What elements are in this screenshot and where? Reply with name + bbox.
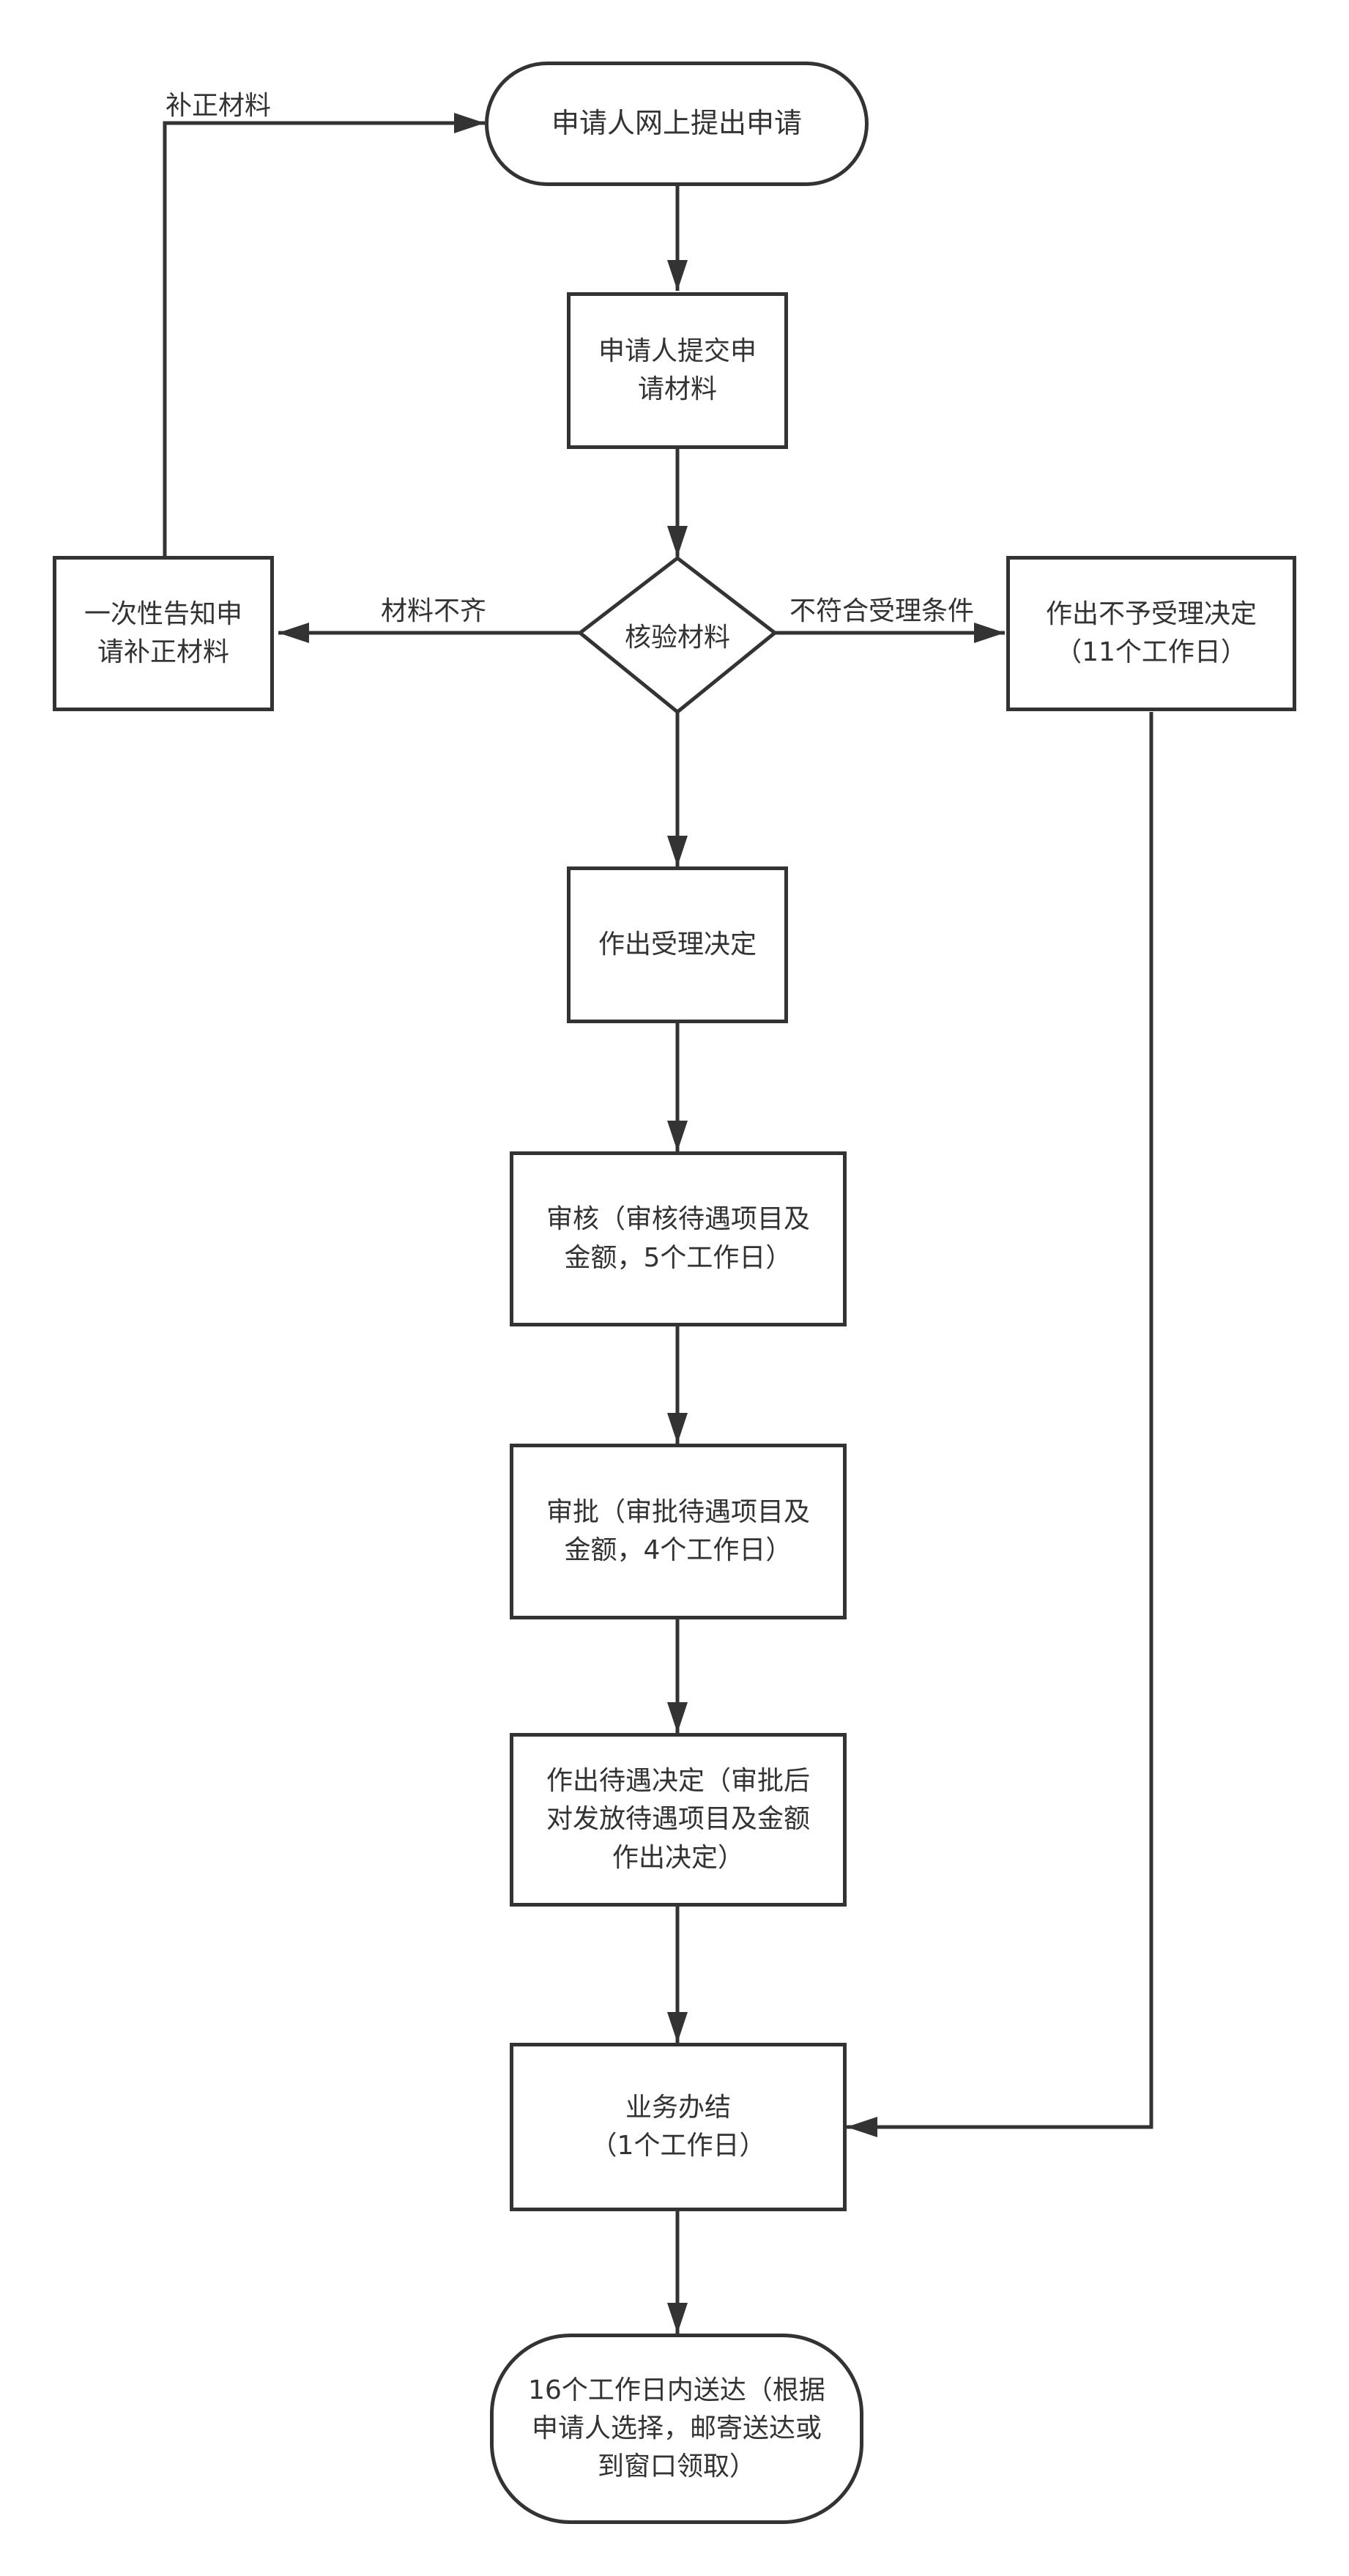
node-review-line-1: 审核（审核待遇项目及 (546, 1204, 810, 1235)
node-delivery-line-1: 16个工作日内送达（根据 (528, 2375, 825, 2405)
node-review: 审核（审核待遇项目及 金额，5个工作日） (510, 1151, 847, 1326)
label-supplement-materials: 补正材料 (166, 91, 272, 121)
node-delivery-line-3: 到窗口领取） (597, 2451, 756, 2482)
node-reject-decision: 作出不予受理决定 （11个工作日） (1006, 556, 1296, 711)
node-notify-supplement-line-2: 请补正材料 (97, 637, 229, 667)
node-review-line-2: 金额，5个工作日） (564, 1242, 792, 1273)
node-delivery: 16个工作日内送达（根据 申请人选择，邮寄送达或 到窗口领取） (490, 2334, 863, 2524)
node-notify-supplement: 一次性告知申 请补正材料 (53, 556, 274, 711)
node-benefit-decision-line-1: 作出待遇决定（审批后 (546, 1766, 810, 1797)
node-business-complete-line-2: （1个工作日） (590, 2131, 766, 2161)
node-verify-materials: 核验材料 (580, 558, 775, 712)
node-verify-materials-text: 核验材料 (624, 623, 730, 653)
node-approve: 审批（审批待遇项目及 金额，4个工作日） (510, 1444, 847, 1619)
node-business-complete: 业务办结 （1个工作日） (510, 2043, 847, 2211)
decision-diamond-outline (576, 555, 778, 715)
node-accept-decision: 作出受理决定 (567, 866, 788, 1023)
node-online-application: 申请人网上提出申请 (485, 62, 869, 186)
label-not-eligible: 不符合受理条件 (789, 596, 975, 626)
node-approve-line-1: 审批（审批待遇项目及 (546, 1496, 810, 1527)
node-reject-decision-line-1: 作出不予受理决定 (1045, 598, 1257, 629)
node-reject-decision-line-2: （11个工作日） (1055, 637, 1247, 667)
node-benefit-decision: 作出待遇决定（审批后 对发放待遇项目及金额 作出决定） (510, 1733, 847, 1907)
node-submit-materials: 申请人提交申 请材料 (567, 292, 788, 449)
node-online-application-text: 申请人网上提出申请 (551, 107, 802, 140)
node-benefit-decision-line-2: 对发放待遇项目及金额 (546, 1804, 810, 1835)
node-delivery-line-2: 申请人选择，邮寄送达或 (531, 2413, 822, 2443)
node-submit-materials-line-2: 请材料 (637, 374, 717, 404)
label-materials-incomplete: 材料不齐 (381, 596, 487, 626)
node-submit-materials-line-1: 申请人提交申 (598, 335, 757, 366)
node-benefit-decision-line-3: 作出决定） (612, 1842, 744, 1873)
node-notify-supplement-line-1: 一次性告知申 (83, 598, 242, 629)
node-approve-line-2: 金额，4个工作日） (564, 1535, 792, 1565)
node-business-complete-line-1: 业务办结 (625, 2092, 731, 2123)
node-accept-decision-text: 作出受理决定 (598, 929, 757, 959)
